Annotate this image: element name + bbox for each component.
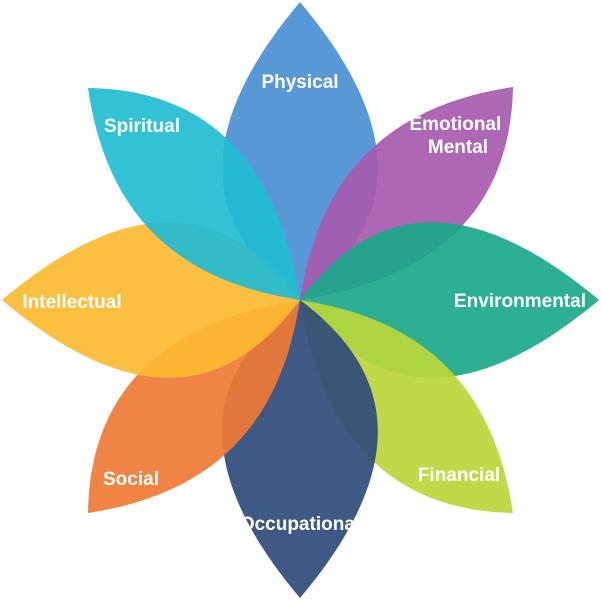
label-physical: Physical: [261, 72, 338, 93]
label-occupational: Occupational: [240, 514, 360, 535]
petal-social: [88, 300, 300, 513]
petal-layer: [2, 2, 599, 598]
label-emotional-mental: Emotional Mental: [409, 114, 506, 158]
label-intellectual: Intellectual: [22, 292, 121, 313]
label-spiritual: Spiritual: [104, 116, 180, 137]
label-layer: Physical Emotional Mental Environmental …: [22, 72, 586, 535]
label-social: Social: [103, 469, 159, 490]
petal-financial: [300, 300, 513, 513]
label-environmental: Environmental: [454, 291, 586, 312]
petal-emotional-mental: [300, 87, 513, 300]
label-financial: Financial: [418, 465, 500, 486]
petal-spiritual: [88, 88, 300, 300]
